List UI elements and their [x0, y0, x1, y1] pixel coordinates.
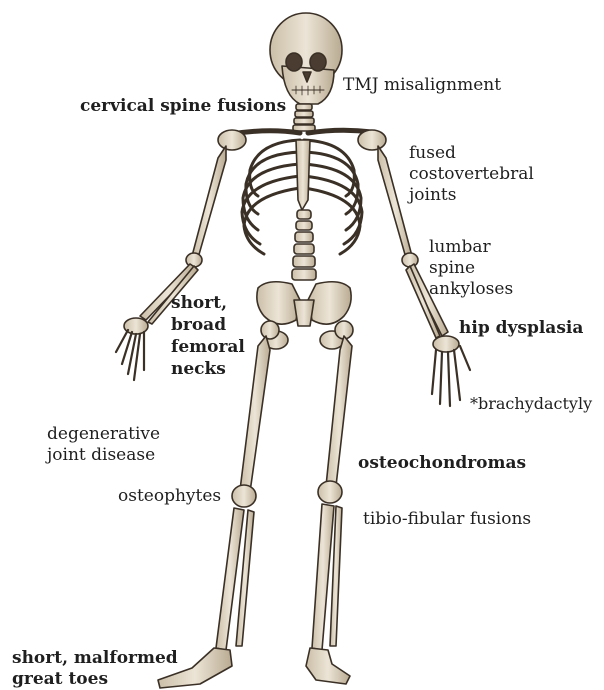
label-tmj: TMJ misalignment — [343, 75, 501, 96]
pelvis — [257, 282, 353, 349]
sternum — [296, 140, 310, 210]
left-hand — [116, 330, 144, 380]
right-leg — [312, 336, 352, 650]
label-osteochondromas: osteochondromas — [358, 453, 526, 474]
label-degenerative-joint: degenerative joint disease — [47, 424, 197, 466]
label-tibio-fibular: tibio-fibular fusions — [363, 509, 531, 530]
right-hand — [432, 346, 470, 406]
label-costovertebral: fused costovertebral joints — [409, 143, 559, 206]
skull — [270, 13, 342, 104]
label-brachydactyly: *brachydactyly — [470, 393, 592, 414]
right-foot — [306, 648, 350, 684]
label-hip-dysplasia: hip dysplasia — [459, 318, 583, 339]
spine — [292, 210, 316, 280]
label-great-toes: short, malformed great toes — [12, 648, 182, 690]
left-leg — [216, 336, 270, 650]
label-lumbar-spine: lumbar spine ankyloses — [429, 237, 539, 300]
cervical-spine — [293, 104, 315, 131]
label-cervical-spine: cervical spine fusions — [80, 96, 286, 117]
label-femoral-necks: short, broad femoral necks — [171, 292, 251, 380]
label-osteophytes: osteophytes — [118, 486, 221, 507]
